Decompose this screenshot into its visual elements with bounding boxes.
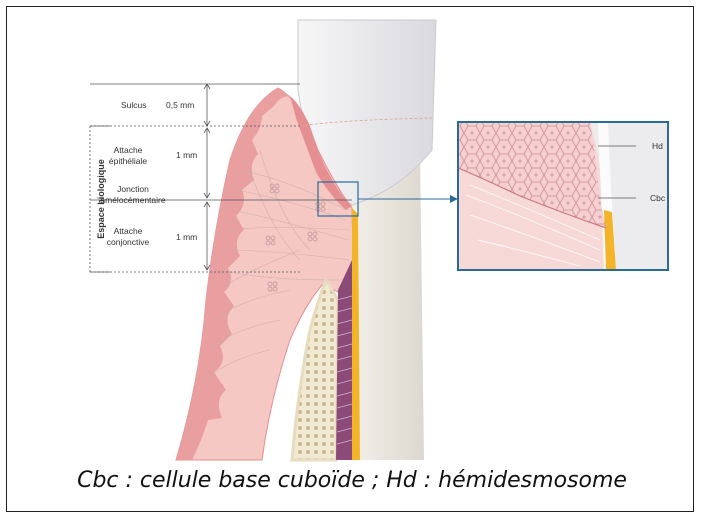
label-biological-space: Espace biologique [96,159,106,239]
figure-caption: Cbc : cellule base cuboïde ; Hd : hémide… [0,468,704,493]
label-connective-2: conjonctive [107,237,150,247]
inset-magnified-view [458,122,668,270]
label-epithelial-2: épithéliale [109,156,148,166]
label-connective-1: Attache [114,226,143,236]
label-epithelial-value: 1 mm [176,150,197,160]
label-connective-value: 1 mm [176,232,197,242]
label-hd: Hd [652,141,663,151]
label-junction-1: Jonction [117,184,149,194]
label-sulcus-value: 0,5 mm [166,100,194,110]
label-cbc: Cbc [650,193,666,203]
label-sulcus: Sulcus [121,100,147,110]
label-epithelial-1: Attache [114,145,143,155]
label-junction-2: amélocémentaire [100,195,165,205]
periodontal-ligament [336,260,354,460]
